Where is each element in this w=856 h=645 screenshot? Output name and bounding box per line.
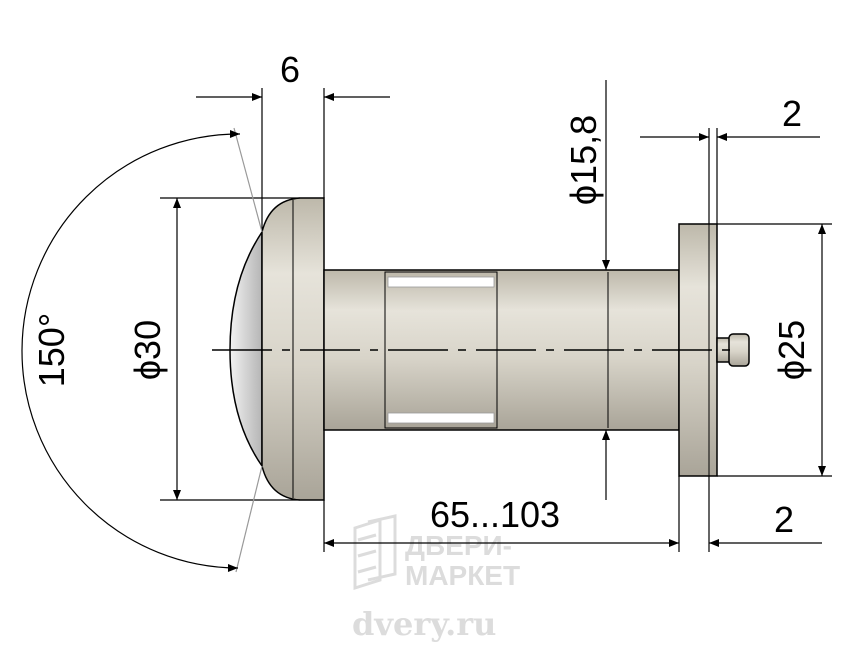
dim-rear-flange-thickness: 2 <box>774 499 794 540</box>
watermark-url: dvery.ru <box>352 605 496 643</box>
dimension-lines <box>21 80 832 573</box>
dim-rear-diameter: ϕ25 <box>771 320 812 380</box>
lens-dome <box>229 229 263 469</box>
dimension-labels: 6 2 2 65...103 150° ϕ30 ϕ15,8 ϕ25 <box>31 49 812 540</box>
dim-inner-flange-thickness: 2 <box>782 93 802 134</box>
watermark: ДВЕРИ- МАРКЕТ dvery.ru <box>352 514 520 643</box>
dim-flange-thickness: 6 <box>280 49 300 90</box>
peephole-body <box>212 197 750 501</box>
dim-door-thickness-range: 65...103 <box>430 494 560 535</box>
dim-head-diameter: ϕ30 <box>127 320 168 380</box>
dim-viewing-angle: 150° <box>31 313 72 387</box>
dim-body-diameter: ϕ15,8 <box>563 115 604 205</box>
watermark-logo-icon <box>353 514 397 591</box>
watermark-brand-line2: МАРКЕТ <box>405 560 520 591</box>
